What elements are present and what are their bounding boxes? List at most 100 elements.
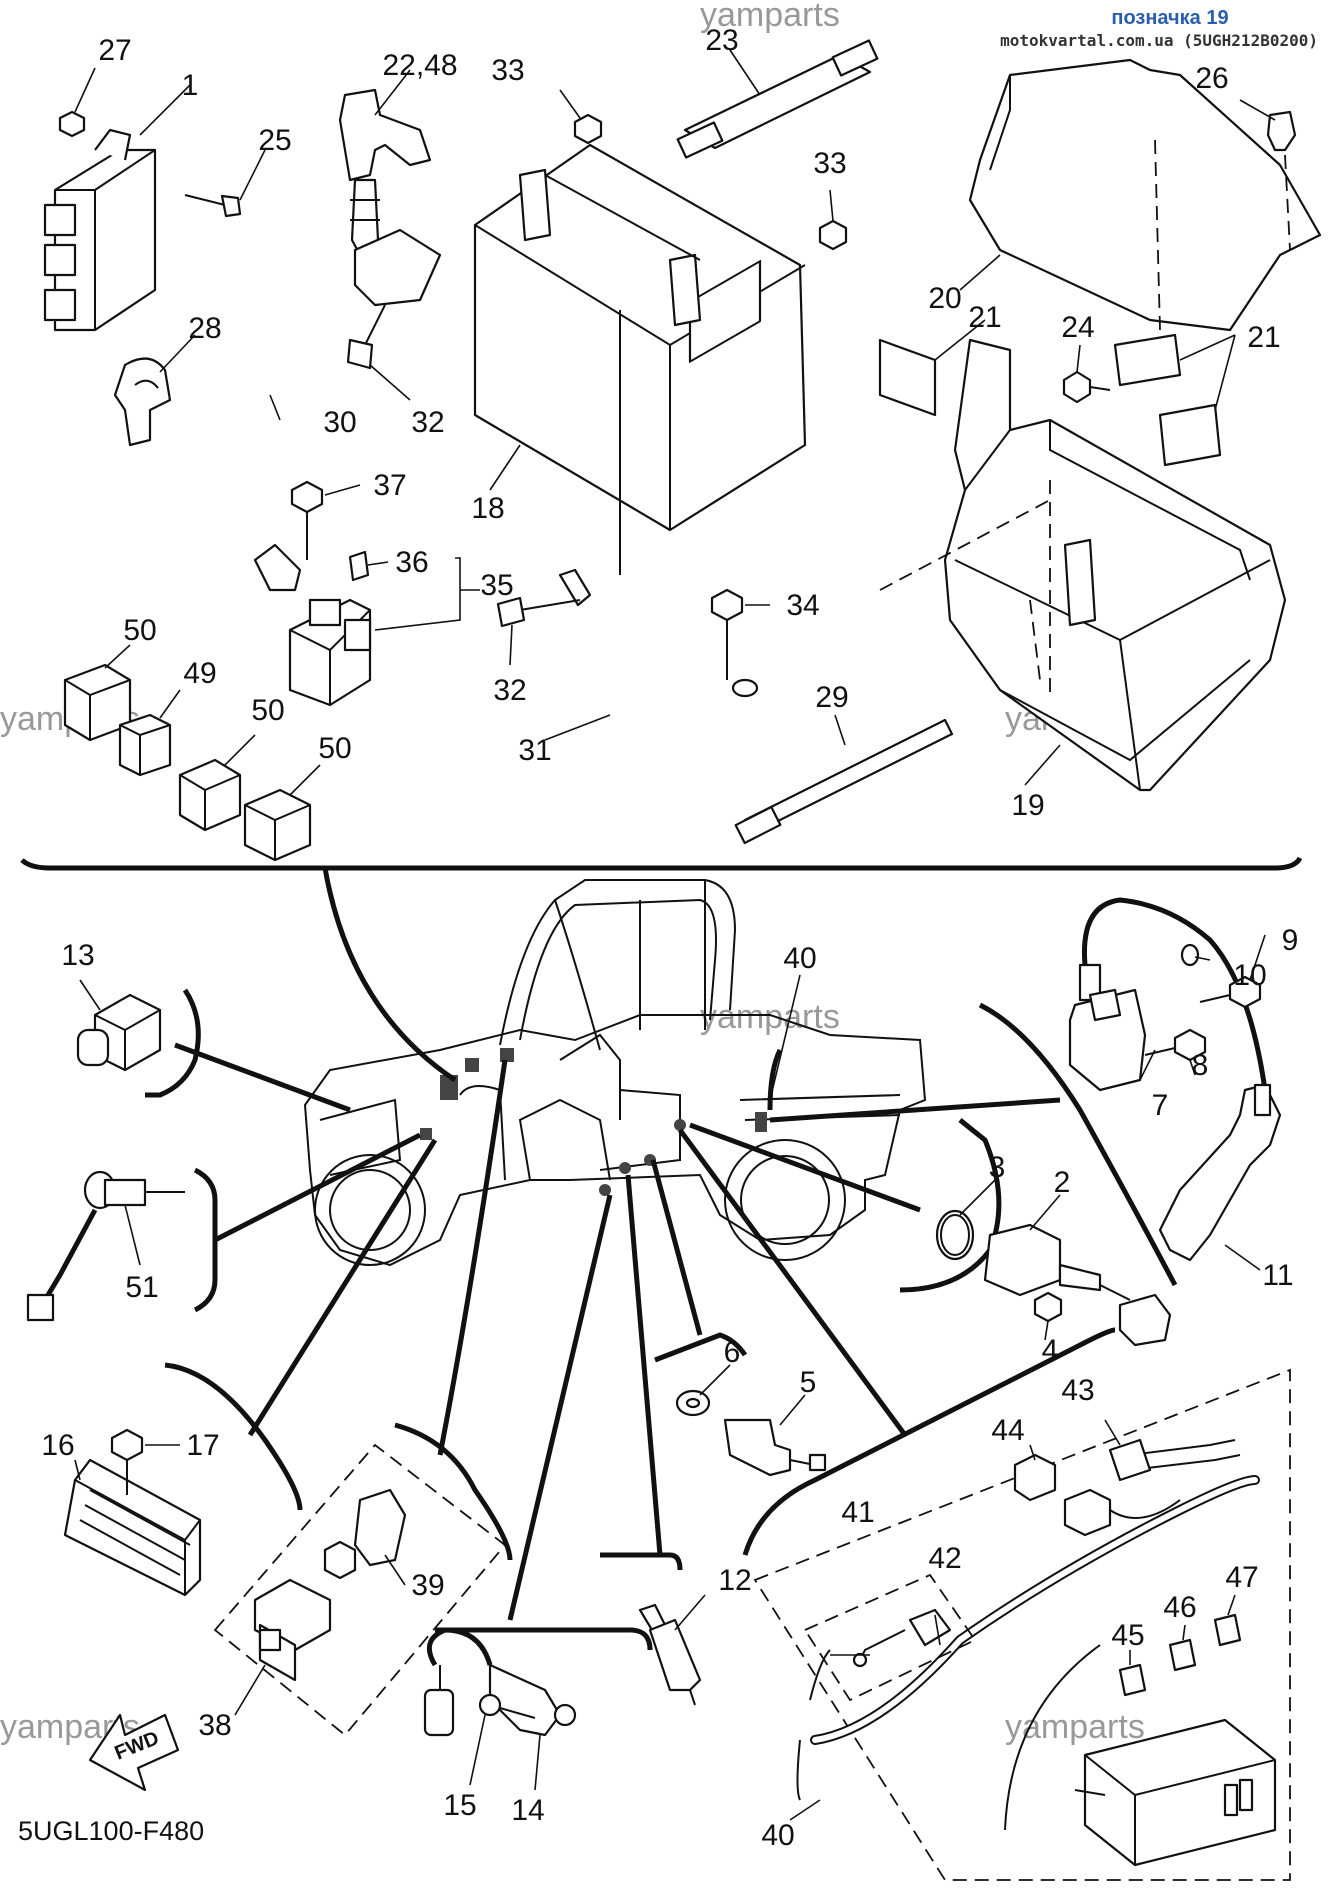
callout-c25: 25: [258, 124, 291, 157]
ground-cable-part: [558, 310, 759, 724]
callout-c15: 15: [443, 1789, 476, 1822]
coupler-part: [118, 713, 172, 777]
battery-box-part: [879, 338, 1287, 792]
callout-c6: 6: [724, 1336, 741, 1369]
bolt-part: [346, 304, 386, 370]
callout-c18: 18: [471, 492, 504, 525]
watermark: yamparts: [700, 0, 840, 34]
callout-c43: 43: [1061, 1374, 1094, 1407]
callout-c7: 7: [1152, 1089, 1169, 1122]
callout-c11: 11: [1262, 1259, 1293, 1292]
nut-part: [573, 113, 603, 145]
callout-c29: 29: [815, 681, 848, 714]
callout-c32a: 32: [411, 406, 444, 439]
group-brackets: [145, 988, 1178, 1651]
header-source: motokvartal.com.ua (5UGH212B0200): [1000, 31, 1318, 50]
washer-part: [1180, 943, 1200, 967]
callout-c31: 31: [518, 734, 551, 767]
pad-part: [878, 338, 937, 417]
callout-c20: 20: [928, 282, 961, 315]
screw-part: [1062, 370, 1111, 404]
callout-c1: 1: [182, 69, 199, 102]
fuse-part: [348, 550, 370, 582]
callout-c21b: 21: [1247, 321, 1280, 354]
callout-c30: 30: [323, 406, 356, 439]
box-lid-part: [968, 58, 1322, 332]
battery-cable-part: [171, 228, 442, 592]
holder-clip-part: [338, 88, 432, 257]
callout-c37: 37: [373, 469, 406, 502]
watermark: yamparts: [1005, 1708, 1145, 1746]
coupler-part: [178, 758, 242, 832]
grommet-part: [1266, 110, 1297, 251]
bolt-part: [1199, 975, 1262, 1009]
washer-part: [675, 1389, 711, 1417]
callout-c12: 12: [718, 1564, 751, 1597]
pad-part: [1113, 333, 1182, 387]
pad-part: [1158, 403, 1222, 467]
callout-c9: 9: [1282, 924, 1299, 957]
callout-c39: 39: [411, 1569, 444, 1602]
screw-part: [478, 1693, 536, 1719]
spark-plug-part: [638, 1603, 702, 1706]
bolt-part: [184, 194, 242, 218]
thermo-switch-part: [723, 1418, 827, 1477]
callout-c38: 38: [198, 1709, 231, 1742]
header-title: позначка 19: [1111, 7, 1228, 29]
callout-c19: 19: [1011, 789, 1044, 822]
callout-c22: 22,48: [382, 49, 457, 82]
vehicle-outline: [303, 879, 927, 1267]
callout-c4: 4: [1042, 1334, 1059, 1367]
callout-c27: 27: [98, 34, 131, 67]
rectifier-regulator-part: [63, 1458, 202, 1597]
callout-c32b: 32: [493, 674, 526, 707]
callout-c3: 3: [989, 1151, 1006, 1184]
callout-c34: 34: [786, 589, 819, 622]
battery-strap-part: [676, 39, 879, 159]
callout-c50b: 50: [251, 694, 284, 727]
callout-c17: 17: [186, 1429, 219, 1462]
ignition-coil-part: [1068, 897, 1282, 1262]
oil-switch-group: [213, 1443, 507, 1737]
callout-c33b: 33: [813, 147, 846, 180]
callout-c44: 44: [991, 1414, 1024, 1447]
bolt-part: [496, 596, 581, 628]
fuel-sender-part: [983, 1223, 1172, 1347]
o-ring-part: [935, 1209, 975, 1261]
leader-lines: [174, 867, 1061, 1621]
callout-c41: 41: [841, 1496, 874, 1529]
callout-c13: 13: [61, 939, 94, 972]
bolt-part: [110, 1428, 144, 1495]
battery-part: [473, 143, 807, 532]
callout-c40b: 40: [761, 1819, 794, 1852]
callout-c28: 28: [188, 312, 221, 345]
callout-c24: 24: [1061, 311, 1094, 344]
callout-c33a: 33: [491, 54, 524, 87]
neutral-switch-part: [26, 1170, 185, 1322]
starter-relay-part: [288, 598, 372, 707]
callout-c40a: 40: [783, 942, 816, 975]
ecu-unit-part: [43, 128, 157, 332]
callout-c14: 14: [511, 1794, 544, 1827]
bolt-part: [290, 480, 324, 560]
coupler-part: [243, 788, 312, 862]
callout-c50a: 50: [123, 614, 156, 647]
fwd-arrow-icon: FWD: [88, 1713, 180, 1792]
callout-c8: 8: [1192, 1049, 1209, 1082]
nut-part: [58, 110, 86, 138]
cable-tie-part: [734, 718, 954, 845]
callout-c50c: 50: [318, 732, 351, 765]
wire-harness-group: [753, 1368, 1291, 1881]
callout-c36: 36: [395, 546, 428, 579]
callout-c5: 5: [800, 1366, 817, 1399]
diagram-code: 5UGL100-F480: [18, 1816, 204, 1846]
callout-c35: 35: [480, 569, 513, 602]
callout-c23: 23: [705, 24, 738, 57]
callout-c10: 10: [1233, 959, 1266, 992]
callout-c26: 26: [1195, 62, 1228, 95]
nut-part: [818, 219, 848, 251]
section-divider: [20, 856, 1303, 871]
speed-sensor-part: [76, 993, 162, 1072]
callout-c49: 49: [183, 657, 216, 690]
